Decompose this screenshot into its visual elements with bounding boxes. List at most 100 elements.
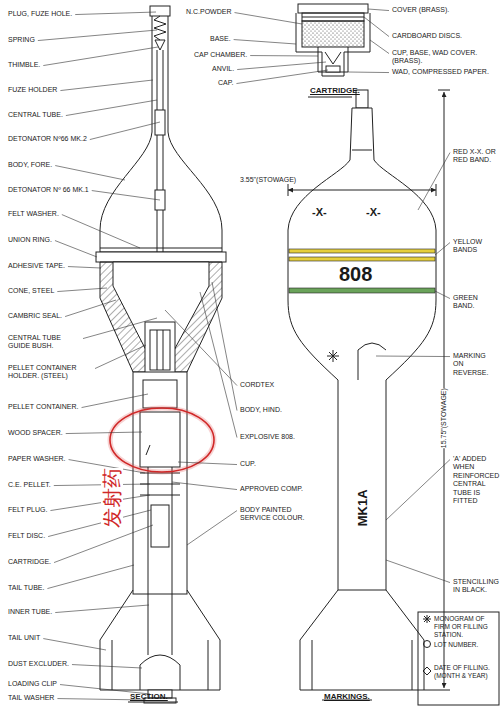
part-label: CARDBOARD DISCS. (392, 32, 462, 40)
part-label: COVER (BRASS). (392, 6, 449, 14)
leader-line (212, 282, 237, 411)
part-label: TAIL TUBE. (8, 584, 44, 592)
part-label: BASE. (210, 35, 231, 43)
part-label: CONE, STEEL (8, 287, 54, 295)
leader-line (250, 55, 318, 56)
part-label: CUP. (240, 460, 256, 468)
leader-line (66, 100, 157, 116)
part-label: CARTRIDGE. (310, 86, 360, 96)
part-label: PLUG, FUZE HOLE. (8, 10, 72, 18)
legend-text: MONOGRAM OF FIRM OR FILLING STATION. (434, 615, 497, 638)
leader-line (57, 288, 107, 292)
leader-line (435, 291, 450, 299)
leader-line (368, 9, 389, 11)
leader-line (43, 639, 106, 650)
leader-line (43, 47, 158, 66)
leader-line (376, 356, 450, 358)
part-label: EXPLOSIVE 808. (240, 433, 295, 441)
part-label: CUP, BASE, WAD COVER. (BRASS). (392, 49, 496, 66)
leader-line (187, 511, 237, 545)
leader-line (370, 40, 389, 54)
leader-line (178, 462, 237, 465)
leader-line (75, 12, 156, 15)
leader-line (237, 62, 326, 70)
part-label: MARKING ON REVERSE. (453, 352, 498, 377)
leader-line (68, 267, 101, 268)
part-label: RED X-X. OR RED BAND. (453, 148, 498, 165)
part-label: TAIL UNIT (8, 634, 40, 642)
leader-line (82, 394, 148, 408)
part-label: CAP. (218, 79, 233, 87)
part-label: WAD, COMPRESSED PAPER. (392, 68, 496, 76)
leader-line (62, 215, 140, 248)
leader-line (65, 300, 116, 317)
leader-line (60, 80, 153, 91)
part-label: BODY, HIND. (240, 406, 282, 414)
part-label: WOOD SPACER. (8, 429, 63, 437)
leader-line (55, 166, 125, 180)
part-label: CAP CHAMBER. (194, 51, 247, 59)
part-label: 发射药 (101, 468, 123, 528)
part-label: DETONATOR Nº 66 MK.1 (8, 186, 89, 194)
part-label: THIMBLE. (8, 61, 40, 69)
leader-line (72, 665, 142, 668)
part-label: CORDTEX (240, 381, 274, 389)
part-label: PELLET CONTAINER. (8, 403, 79, 411)
leader-line (435, 243, 450, 255)
leader-line (418, 153, 450, 210)
part-label: CAMBRIC SEAL. (8, 312, 62, 320)
part-label: SECTION. (130, 692, 168, 702)
part-label: BODY, FORE. (8, 161, 52, 169)
part-label: N.C.POWDER (186, 8, 232, 16)
part-label: MARKINGS. (324, 692, 370, 702)
legend-text: LOT NUMBER. (434, 641, 497, 649)
leader-line (47, 565, 134, 589)
part-label: CARTRIDGE. (8, 558, 51, 566)
part-label: FELT DISC. (8, 532, 45, 540)
part-label: YELLOW BANDS (453, 238, 498, 255)
part-label: DETONATOR Nº66 MK.2 (8, 135, 87, 143)
leader-line (90, 122, 160, 140)
part-label: PELLET CONTAINER HOLDER. (STEEL) (8, 364, 92, 381)
leader-line (234, 40, 296, 44)
part-label: GREEN BAND. (453, 294, 498, 311)
part-label: ANVIL. (212, 65, 234, 73)
leader-line (83, 318, 157, 339)
part-label: ADHESIVE TAPE. (8, 262, 65, 270)
leader-line (95, 345, 146, 369)
part-label: PAPER WASHER. (8, 455, 66, 463)
leader-line (348, 72, 389, 74)
leader-line (92, 191, 160, 200)
part-label: TAIL WASHER (8, 694, 54, 702)
part-label: 808 (339, 262, 372, 286)
leader-line (165, 310, 237, 386)
part-label: UNION RING. (8, 236, 52, 244)
part-label: -X- (366, 206, 381, 219)
leader-line (54, 525, 153, 563)
part-label: SPRING (8, 36, 35, 44)
part-label: APPROVED COMP. (240, 485, 303, 493)
part-label: CENTRAL TUBE. (8, 111, 63, 119)
part-label: -X- (312, 206, 327, 219)
part-label: STENCILLING IN BLACK. (453, 578, 498, 595)
leader-line (66, 432, 142, 434)
part-label: LOADING CLIP (8, 680, 57, 688)
part-label: 3.55"(STOWAGE) (240, 176, 296, 184)
part-label: FELT WASHER. (8, 210, 59, 218)
part-label: C.E. PELLET. (8, 481, 51, 489)
leader-line (172, 482, 237, 490)
leader-line (386, 460, 450, 520)
legend-text: DATE OF FILLING. (MONTH & YEAR) (434, 664, 497, 680)
leader-line (55, 605, 149, 613)
part-label: INNER TUBE. (8, 608, 52, 616)
part-label: MK1A (354, 489, 370, 526)
part-label: BODY PAINTED SERVICE COLOUR. (240, 506, 318, 523)
leader-line (386, 560, 450, 583)
part-label: DUST EXCLUDER. (8, 660, 69, 668)
part-label: FELT PLUG. (8, 506, 47, 514)
leader-line (38, 30, 157, 41)
leader-line (55, 241, 97, 257)
